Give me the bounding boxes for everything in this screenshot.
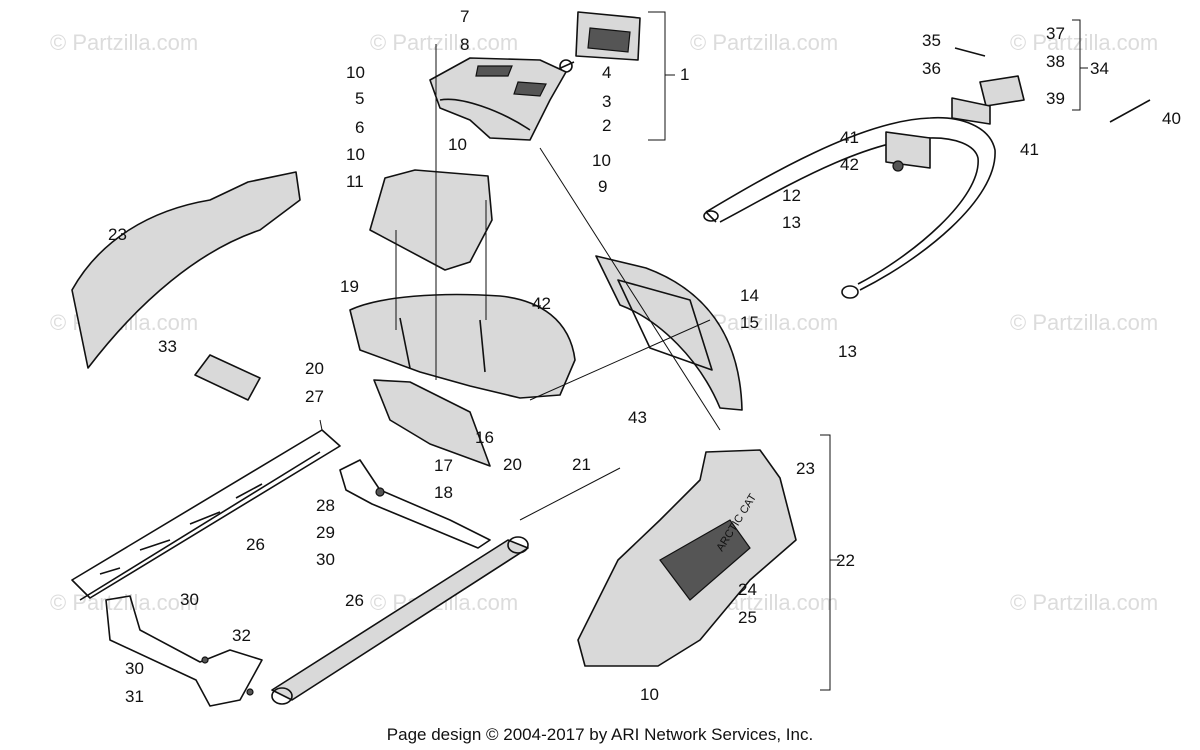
callout-17: 17 bbox=[434, 456, 453, 475]
callout-13b: 13 bbox=[838, 342, 857, 361]
callout-28: 28 bbox=[316, 496, 335, 515]
mud-flap-16 bbox=[373, 379, 491, 467]
taillight-housing bbox=[429, 57, 567, 141]
callout-30c: 30 bbox=[125, 659, 144, 678]
callout-10e: 10 bbox=[640, 685, 659, 704]
callout-19: 19 bbox=[340, 277, 359, 296]
callout-14: 14 bbox=[740, 286, 759, 305]
callout-9: 9 bbox=[598, 177, 607, 196]
snow-flap-upper bbox=[369, 169, 493, 271]
callout-42a: 42 bbox=[840, 155, 859, 174]
page-footer: Page design © 2004-2017 by ARI Network S… bbox=[387, 725, 813, 744]
callout-26a: 26 bbox=[246, 535, 265, 554]
taillight-assembly bbox=[555, 11, 641, 73]
callout-10d: 10 bbox=[592, 151, 611, 170]
watermark: © Partzilla.com bbox=[370, 30, 518, 55]
bracket-31-32 bbox=[105, 595, 263, 707]
callout-18: 18 bbox=[434, 483, 453, 502]
side-trim-left bbox=[71, 171, 301, 369]
callout-29: 29 bbox=[316, 523, 335, 542]
callout-3: 3 bbox=[602, 92, 611, 111]
callouts: 1 2 3 4 5 6 7 8 9 10 10 10 10 10 11 12 1… bbox=[108, 7, 1181, 706]
callout-39: 39 bbox=[1046, 89, 1065, 108]
callout-16: 16 bbox=[475, 428, 494, 447]
callout-5: 5 bbox=[355, 89, 364, 108]
callout-1: 1 bbox=[680, 65, 689, 84]
callout-23a: 23 bbox=[108, 225, 127, 244]
tunnel-rail-26-left bbox=[71, 429, 341, 601]
callout-41a: 41 bbox=[840, 128, 859, 147]
callout-41b: 41 bbox=[1020, 140, 1039, 159]
callout-10b: 10 bbox=[346, 145, 365, 164]
watermark: © Partzilla.com bbox=[1010, 30, 1158, 55]
bumper-bracket-34 bbox=[885, 47, 1151, 172]
callout-30a: 30 bbox=[316, 550, 335, 569]
watermark: © Partzilla.com bbox=[1010, 310, 1158, 335]
callout-13a: 13 bbox=[782, 213, 801, 232]
callout-31: 31 bbox=[125, 687, 144, 706]
mud-flap-15 bbox=[595, 255, 743, 411]
callout-30b: 30 bbox=[180, 590, 199, 609]
side-panel-22: ARCTIC CAT bbox=[577, 449, 797, 667]
callout-12: 12 bbox=[782, 186, 801, 205]
callout-24: 24 bbox=[738, 580, 757, 599]
callout-11: 11 bbox=[346, 172, 364, 191]
callout-22: 22 bbox=[836, 551, 855, 570]
callout-27: 27 bbox=[305, 387, 324, 406]
callout-2: 2 bbox=[602, 116, 611, 135]
callout-7: 7 bbox=[460, 7, 469, 26]
callout-42b: 42 bbox=[532, 294, 551, 313]
seat-strap-33 bbox=[194, 354, 261, 401]
bracket-28-30 bbox=[339, 459, 491, 549]
callout-21: 21 bbox=[572, 455, 591, 474]
watermark: © Partzilla.com bbox=[1010, 590, 1158, 615]
callout-37: 37 bbox=[1046, 24, 1065, 43]
callout-36: 36 bbox=[922, 59, 941, 78]
callout-4: 4 bbox=[602, 63, 611, 82]
watermark: © Partzilla.com bbox=[50, 590, 198, 615]
callout-40: 40 bbox=[1162, 109, 1181, 128]
callout-43: 43 bbox=[628, 408, 647, 427]
callout-32: 32 bbox=[232, 626, 251, 645]
callout-25: 25 bbox=[738, 608, 757, 627]
callout-6: 6 bbox=[355, 118, 364, 137]
rear-fender-19 bbox=[349, 293, 576, 399]
callout-10a: 10 bbox=[346, 63, 365, 82]
callout-8: 8 bbox=[460, 35, 469, 54]
watermark: © Partzilla.com bbox=[690, 30, 838, 55]
leader-lines bbox=[319, 11, 1088, 691]
rear-bumper bbox=[703, 116, 996, 299]
watermark: © Partzilla.com bbox=[50, 30, 198, 55]
callout-34: 34 bbox=[1090, 59, 1109, 78]
callout-10c: 10 bbox=[448, 135, 467, 154]
callout-38: 38 bbox=[1046, 52, 1065, 71]
tunnel-rail-26-right bbox=[271, 536, 529, 705]
callout-35: 35 bbox=[922, 31, 941, 50]
callout-20b: 20 bbox=[503, 455, 522, 474]
callout-33: 33 bbox=[158, 337, 177, 356]
callout-23b: 23 bbox=[796, 459, 815, 478]
callout-20a: 20 bbox=[305, 359, 324, 378]
callout-15: 15 bbox=[740, 313, 759, 332]
callout-26b: 26 bbox=[345, 591, 364, 610]
